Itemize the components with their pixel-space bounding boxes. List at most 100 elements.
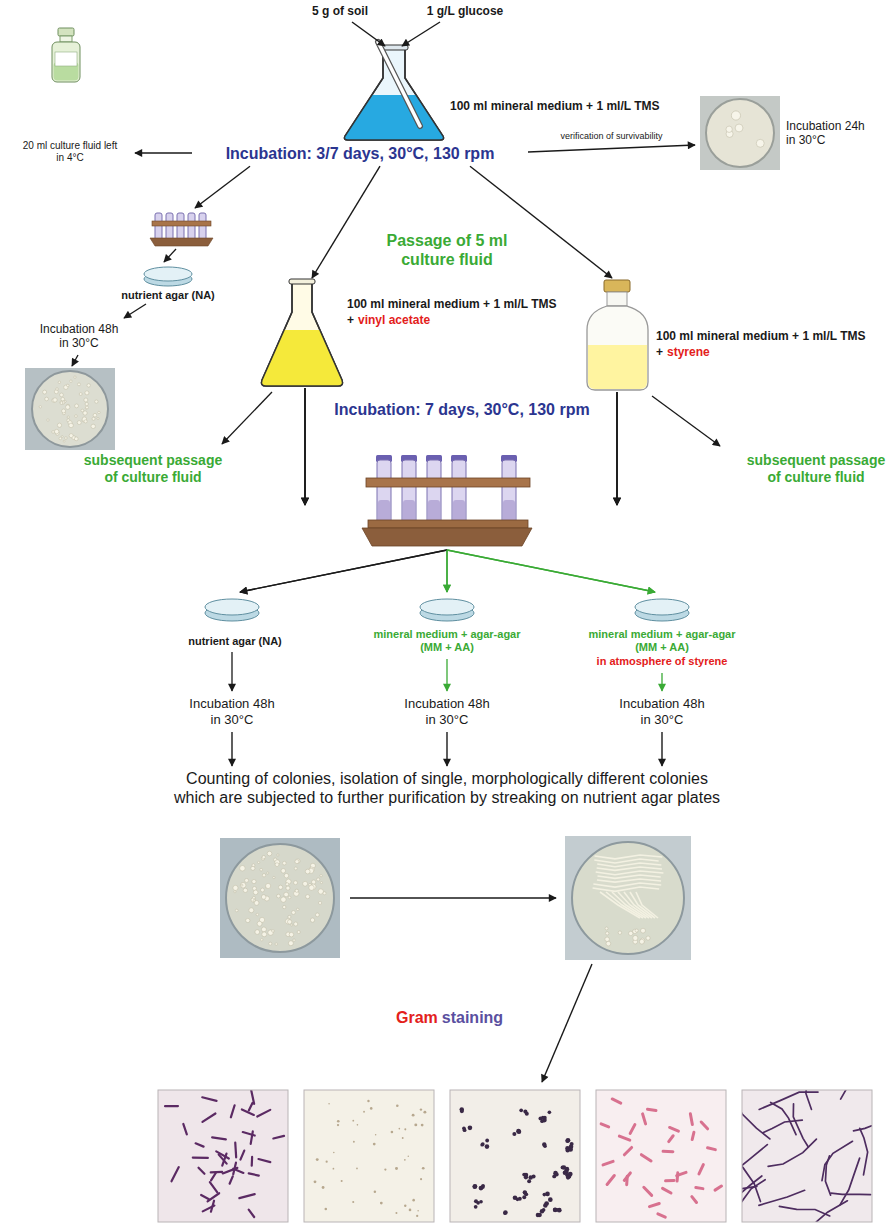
bacterial-cell: [172, 1167, 179, 1181]
flow-arrow: [195, 166, 250, 208]
arrow-line: [528, 145, 695, 152]
colony: [318, 889, 323, 894]
survivability-plate-photo: [700, 96, 780, 170]
incubation-text: Incubation 48h in 30°C: [186, 696, 278, 727]
bacterial-cell: [399, 1128, 401, 1130]
bacterial-cell: [472, 1184, 477, 1189]
bacterial-cell: [316, 1158, 319, 1161]
colony: [97, 417, 99, 419]
bacterial-cell: [481, 1185, 485, 1189]
colony: [306, 895, 310, 899]
colony: [292, 911, 296, 915]
colony: [251, 866, 255, 870]
flow-arrow: [305, 388, 655, 592]
colony: [74, 376, 76, 378]
test-tube-rack-small: [199, 213, 206, 240]
colony: [57, 423, 61, 427]
bacterial-cell: [612, 1099, 621, 1103]
bacterial-cell: [692, 1132, 694, 1139]
bacterial-cell: [541, 1116, 545, 1120]
petri-dish: [205, 599, 259, 621]
bacterial-cell: [522, 1195, 526, 1199]
culture-flask-icon: [344, 42, 443, 140]
streak-line: [597, 863, 661, 867]
colony: [253, 896, 256, 899]
stain-name: staining: [442, 1008, 503, 1027]
colony: [309, 885, 314, 890]
colony: [275, 863, 279, 867]
step-arrow: [164, 249, 176, 262]
bacterial-cell: [234, 1143, 237, 1158]
purification-arrow: [350, 897, 556, 898]
colony: [279, 885, 283, 889]
bacterial-cell: [485, 1144, 490, 1149]
bacterial-cell: [258, 1159, 270, 1162]
colony: [60, 393, 64, 397]
bacterial-cell: [485, 1139, 489, 1143]
bacterial-cell: [196, 1143, 204, 1146]
bacterial-cell: [561, 1166, 565, 1170]
micrograph: [450, 1090, 580, 1222]
colony-plate-photo: [25, 368, 115, 450]
colony: [303, 881, 308, 886]
colony: [62, 409, 66, 413]
bacterial-cell: [518, 1197, 522, 1201]
colony: [756, 139, 764, 147]
flow-arrow: [240, 392, 617, 592]
colony: [646, 936, 650, 940]
test-tube-rack: [362, 528, 532, 546]
bacterial-cell: [211, 1173, 216, 1181]
colony: [249, 908, 254, 913]
colony: [296, 859, 300, 863]
streak-line: [597, 879, 661, 882]
colony: [629, 931, 633, 935]
petri-dish-small: [144, 267, 192, 281]
test-tube-rack: [452, 460, 466, 530]
bacterial-cell: [374, 1190, 376, 1192]
flow-arrow: [312, 166, 380, 278]
test-tube-rack-small: [152, 221, 211, 226]
colony: [281, 897, 286, 902]
streak-plate-photo: [572, 842, 684, 954]
culture-flask: 100 ml mineral medium + 1 ml/L TMS: [340, 46, 675, 140]
colony: [260, 868, 263, 871]
bacterial-cell: [854, 1119, 872, 1131]
bacterial-cell: [396, 1104, 399, 1107]
colony: [257, 921, 262, 926]
styrene-bottle-icon: [587, 306, 648, 390]
bacterial-cell: [545, 1192, 550, 1197]
bacterial-cell: [658, 1214, 665, 1217]
bacterial-cell: [701, 1122, 707, 1129]
micrograph: [596, 1090, 726, 1222]
arrow-line: [446, 732, 447, 766]
colony: [43, 390, 47, 394]
arrow-line: [304, 388, 305, 505]
bacterial-cell: [333, 1152, 335, 1154]
colony: [66, 405, 70, 409]
colony: [283, 861, 287, 865]
plus-sign: +: [656, 345, 663, 359]
bacterial-cell: [210, 1182, 217, 1192]
bacterial-cell: [566, 1148, 570, 1152]
input-text: 1 g/L glucose: [415, 4, 515, 18]
colony: [64, 385, 68, 389]
colony: [284, 892, 289, 897]
input-text: 5 g of soil: [300, 4, 380, 18]
bacterial-cell: [677, 1172, 686, 1175]
medium-text: 100 ml mineral medium + 1 ml/L TMS: [450, 99, 660, 113]
storage-bottle-icon: [55, 52, 77, 66]
flow-arrow: [528, 145, 695, 152]
bacterial-cell: [328, 1103, 330, 1105]
arrow-line: [446, 550, 447, 592]
bacterial-cell: [527, 1179, 531, 1183]
colony: [234, 891, 236, 893]
bacterial-cell: [563, 1171, 567, 1175]
bacterial-cell: [644, 1187, 652, 1195]
micrograph-frame: [742, 1090, 872, 1222]
incubation-text: Incubation: 3/7 days, 30°C, 130 rpm: [195, 144, 525, 163]
bacterial-cell: [699, 1165, 703, 1174]
colony: [633, 935, 638, 940]
streak-line: [596, 871, 664, 875]
bacterial-cell: [565, 1139, 569, 1143]
